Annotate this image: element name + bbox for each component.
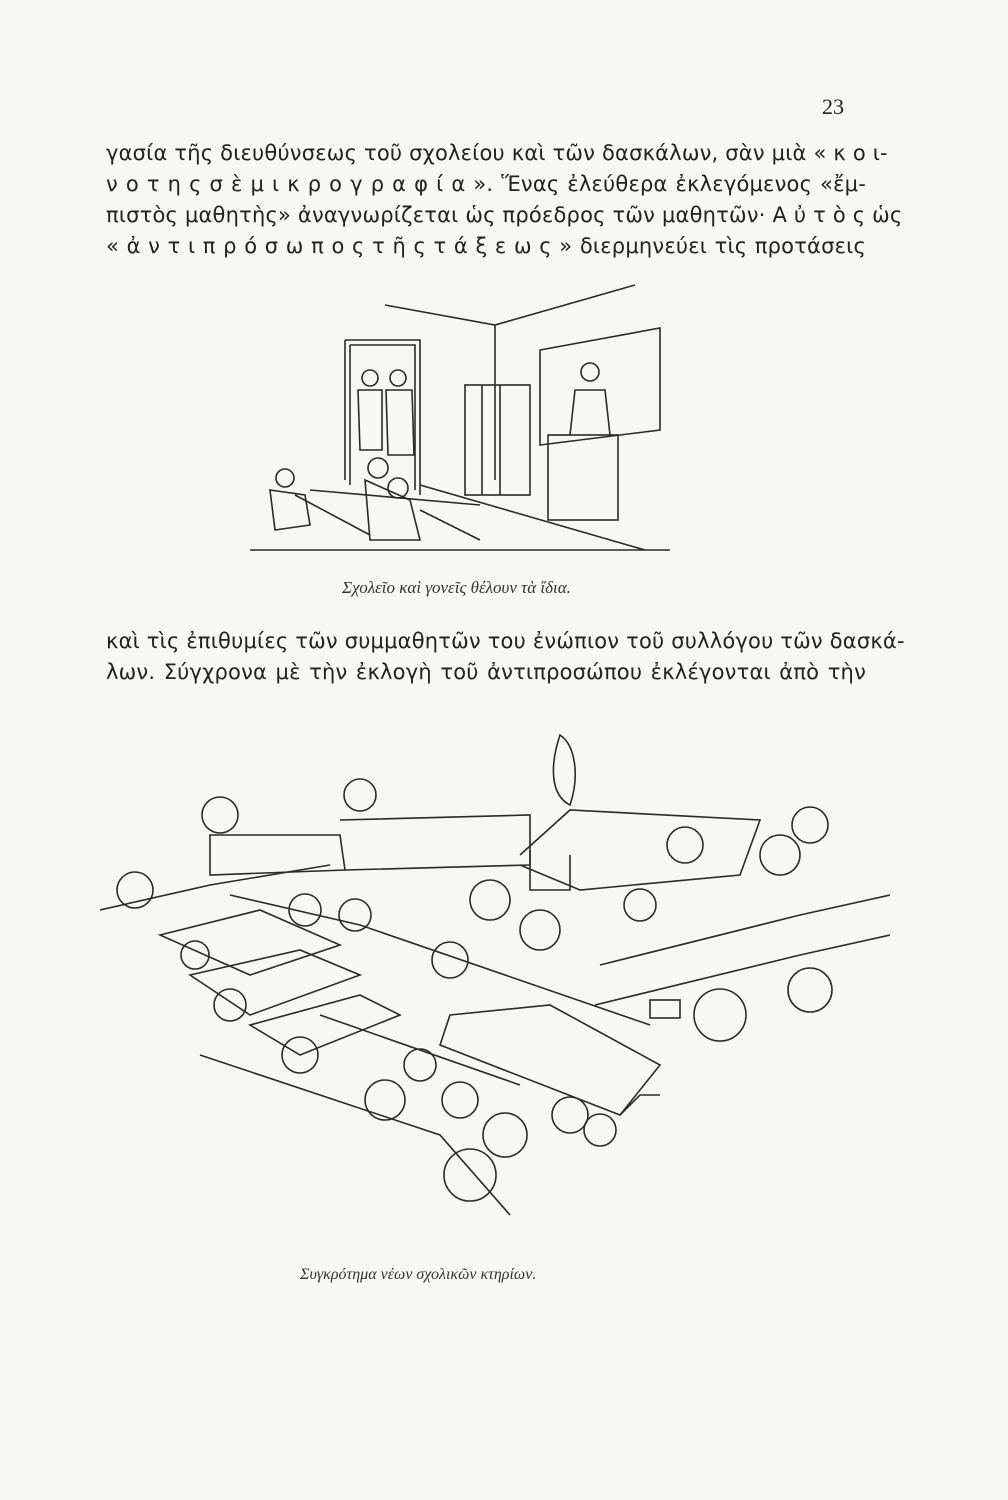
text-line: γασία τῆς διευθύνσεως τοῦ σχολείου καὶ τ…: [106, 141, 888, 165]
text-line: καὶ τὶς ἐπιθυμίες τῶν συμμαθητῶν του ἐνώ…: [106, 629, 905, 653]
text-line: ν ο τ η ς σ ὲ μ ι κ ρ ο γ ρ α φ ί α ». Ἕ…: [106, 172, 866, 196]
school-complex-illustration: [100, 733, 890, 1216]
classroom-illustration: [250, 284, 670, 551]
text-line: « ἀ ν τ ι π ρ ό σ ω π ο ς τ ῆ ς τ ά ξ ε …: [106, 234, 866, 258]
text-line: πιστὸς μαθητὴς» ἀναγνωρίζεται ὡς πρόεδρο…: [106, 203, 903, 227]
text-line: λων. Σύγχρονα μὲ τὴν ἐκλογὴ τοῦ ἀντιπροσ…: [106, 660, 866, 684]
figure-caption: Συγκρότημα νέων σχολικῶν κτηρίων.: [300, 1266, 537, 1283]
page-number: 23: [822, 94, 844, 119]
figure-caption: Σχολεῖο καὶ γονεῖς θέλουν τὰ ἴδια.: [342, 578, 571, 597]
